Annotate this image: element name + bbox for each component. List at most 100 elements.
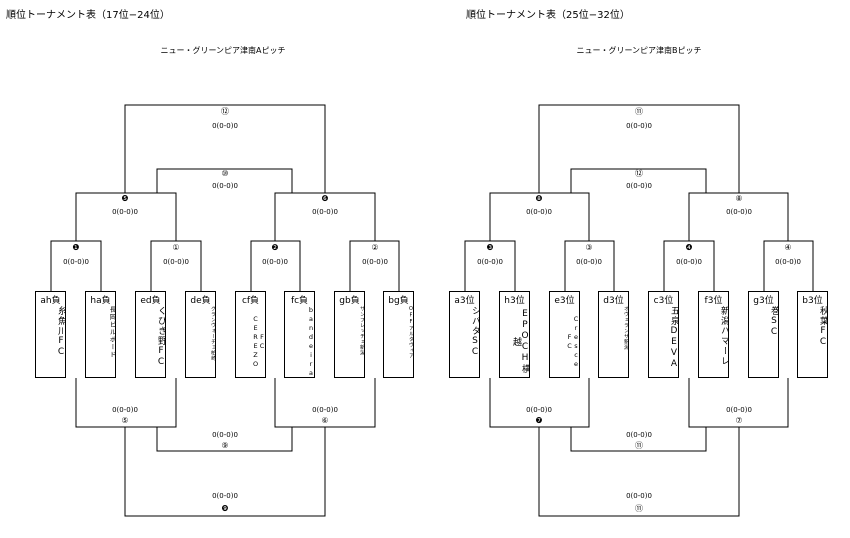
team-seed: ah負 [40,296,61,306]
match-score: 0(0-0)0 [112,406,138,414]
team-box: cf負 FC CEREZO [235,291,266,378]
team-seed: d3位 [603,296,624,306]
team-box: gb負サンフレッチェ新潟 [334,291,365,378]
match-score: 0(0-0)0 [362,258,388,266]
match-score: 0(0-0)0 [312,406,338,414]
match-number: ⑫ [221,107,229,116]
team-seed: bg負 [388,296,409,306]
team-seed: de負 [190,296,211,306]
match-score: 0(0-0)0 [163,258,189,266]
team-name: 糸魚川FC [56,306,66,358]
team-seed: ed負 [140,296,161,306]
team-box: ah負糸魚川FC [35,291,66,378]
match-number: ⑦ [735,416,743,425]
match-score: 0(0-0)0 [626,431,652,439]
match-score: 0(0-0)0 [626,492,652,500]
match-score: 0(0-0)0 [626,182,652,190]
team-seed: ha負 [90,296,111,306]
team-name: グランヴォーチェ柏崎 [210,306,216,361]
team-seed: gb負 [339,296,360,306]
match-score: 0(0-0)0 [63,258,89,266]
team-seed: e3位 [554,296,575,306]
team-name: サンフレッチェ新潟 [359,306,365,356]
team-name: 五泉DEVA [669,306,679,370]
team-box: h3位 EPOCH横越 [499,291,530,378]
match-score: 0(0-0)0 [526,406,552,414]
left-bracket-title: 順位トーナメント表（17位−24位） [6,10,170,21]
match-number: ❶ [72,243,80,252]
team-seed: h3位 [504,296,525,306]
team-seed: c3位 [653,296,674,306]
team-seed: cf負 [241,296,260,306]
team-box: ha負長岡ビルボード [85,291,116,378]
team-name: FC CEREZO [251,314,266,369]
match-score: 0(0-0)0 [212,492,238,500]
match-number: ❺ [121,194,129,203]
match-number: ⑨ [221,441,229,450]
team-name: EPOCH横越 [511,309,530,374]
team-name: OFFアルタヴィア [408,306,414,359]
match-number: ④ [784,243,792,252]
team-seed: g3位 [753,296,774,306]
right-bracket-title: 順位トーナメント表（25位−32位） [466,10,630,21]
match-number: ⑥ [321,416,329,425]
match-score: 0(0-0)0 [526,208,552,216]
match-number: ⑩ [221,169,229,178]
match-number: ❼ [535,416,543,425]
match-number: ⑫ [635,169,643,178]
team-name: 長岡ビルボード [108,306,116,359]
team-box: e3位 Cresce FC [549,291,580,378]
match-number: ⑪ [635,107,643,116]
match-score: 0(0-0)0 [726,406,752,414]
match-score: 0(0-0)0 [626,122,652,130]
team-box: f3位新潟ハマーレ [698,291,729,378]
match-number: ❹ [685,243,693,252]
team-name: bandeira2 [307,306,315,378]
team-seed: b3位 [802,296,823,306]
match-number: ⑪ [635,441,643,450]
match-score: 0(0-0)0 [477,258,503,266]
match-score: 0(0-0)0 [775,258,801,266]
match-number: ① [172,243,180,252]
team-box: d3位オヴェランサ新潟 [598,291,629,378]
team-name: オヴェランサ新潟 [623,306,629,350]
match-score: 0(0-0)0 [312,208,338,216]
match-score: 0(0-0)0 [576,258,602,266]
match-number: ❸ [486,243,494,252]
team-seed: fc負 [290,296,309,306]
match-number: ❻ [321,194,329,203]
match-number: ❾ [221,504,229,513]
match-score: 0(0-0)0 [212,182,238,190]
team-name: Cresce FC [565,314,580,369]
team-box: b3位秋葉FC [797,291,828,378]
match-score: 0(0-0)0 [212,431,238,439]
match-score: 0(0-0)0 [676,258,702,266]
left-venue: ニュー・グリーンピア津南Aピッチ [160,46,286,55]
team-name: 巻SC [769,306,779,338]
match-number: ⑤ [121,416,129,425]
match-score: 0(0-0)0 [112,208,138,216]
right-venue: ニュー・グリーンピア津南Bピッチ [576,46,702,55]
match-score: 0(0-0)0 [212,122,238,130]
team-box: ed負くびき野FC [135,291,166,378]
match-score: 0(0-0)0 [726,208,752,216]
team-box: de負グランヴォーチェ柏崎 [185,291,216,378]
match-number: ⑧ [735,194,743,203]
team-name: シバタSC [470,306,480,358]
team-box: c3位五泉DEVA [648,291,679,378]
team-name: 新潟ハマーレ [719,306,729,366]
match-number: ❽ [535,194,543,203]
match-score: 0(0-0)0 [262,258,288,266]
team-name: くびき野FC [156,306,166,368]
team-box: g3位巻SC [748,291,779,378]
team-box: a3位シバタSC [449,291,480,378]
team-name: 秋葉FC [818,306,828,348]
team-seed: a3位 [454,296,475,306]
match-number: ② [371,243,379,252]
match-number: ❷ [271,243,279,252]
team-seed: f3位 [704,296,723,306]
match-number: ⑪ [635,504,643,513]
